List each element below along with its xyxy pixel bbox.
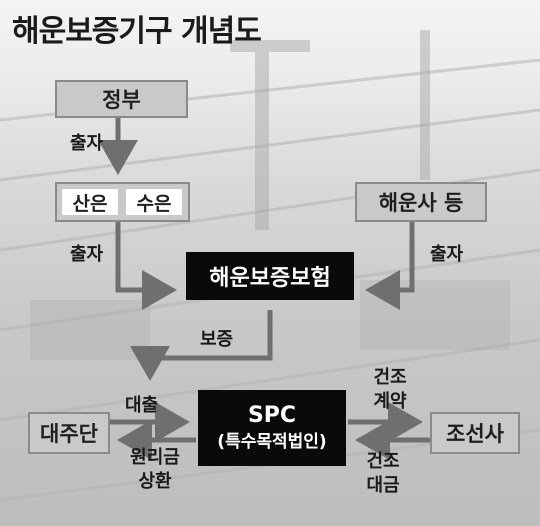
- lender-box: 대주단: [28, 412, 110, 454]
- edge-label-build-contract: 건조 계약: [365, 366, 415, 414]
- shipping-companies-label: 해운사 등: [378, 191, 464, 215]
- government-label: 정부: [102, 88, 141, 112]
- edge-label-lender-to-spc: 대출: [125, 395, 159, 416]
- spc-subtitle: (특수목적법인): [217, 432, 327, 452]
- build-contract-line2: 계약: [373, 391, 407, 412]
- shipping-companies-box: 해운사 등: [355, 182, 487, 222]
- edge-label-shipping-to-guarantee: 출자: [430, 244, 464, 265]
- page-title: 해운보증기구 개념도: [12, 14, 262, 49]
- shipyard-label: 조선사: [446, 422, 504, 446]
- lender-label: 대주단: [40, 422, 98, 446]
- build-payment-line2: 대금: [366, 475, 400, 496]
- edge-label-build-payment: 건조 대금: [358, 450, 408, 498]
- shipyard-box: 조선사: [430, 412, 520, 454]
- kexim-label: 수은: [126, 189, 182, 215]
- spc-box: SPC (특수목적법인): [198, 390, 346, 466]
- arrow-banks-to-guarantee: [115, 222, 177, 310]
- kdb-label: 산은: [62, 189, 118, 215]
- repayment-line1: 원리금: [130, 447, 180, 468]
- edge-label-gov-to-banks: 출자: [70, 133, 104, 154]
- arrow-guarantee-to-spc: [130, 310, 273, 381]
- guarantee-insurance-label: 해운보증보험: [209, 266, 331, 291]
- spc-title: SPC: [247, 403, 297, 428]
- edge-label-repayment: 원리금 상환: [120, 446, 190, 494]
- arrow-shipping-to-guarantee: [365, 222, 415, 310]
- repayment-line2: 상환: [138, 471, 172, 492]
- state-banks-box: 산은 수은: [55, 182, 190, 222]
- government-box: 정부: [55, 80, 188, 118]
- build-payment-line1: 건조: [366, 451, 400, 472]
- edge-label-banks-to-guarantee: 출자: [70, 244, 104, 265]
- edge-label-guarantee-to-spc: 보증: [200, 329, 234, 350]
- build-contract-line1: 건조: [373, 367, 407, 388]
- guarantee-insurance-box: 해운보증보험: [186, 252, 354, 300]
